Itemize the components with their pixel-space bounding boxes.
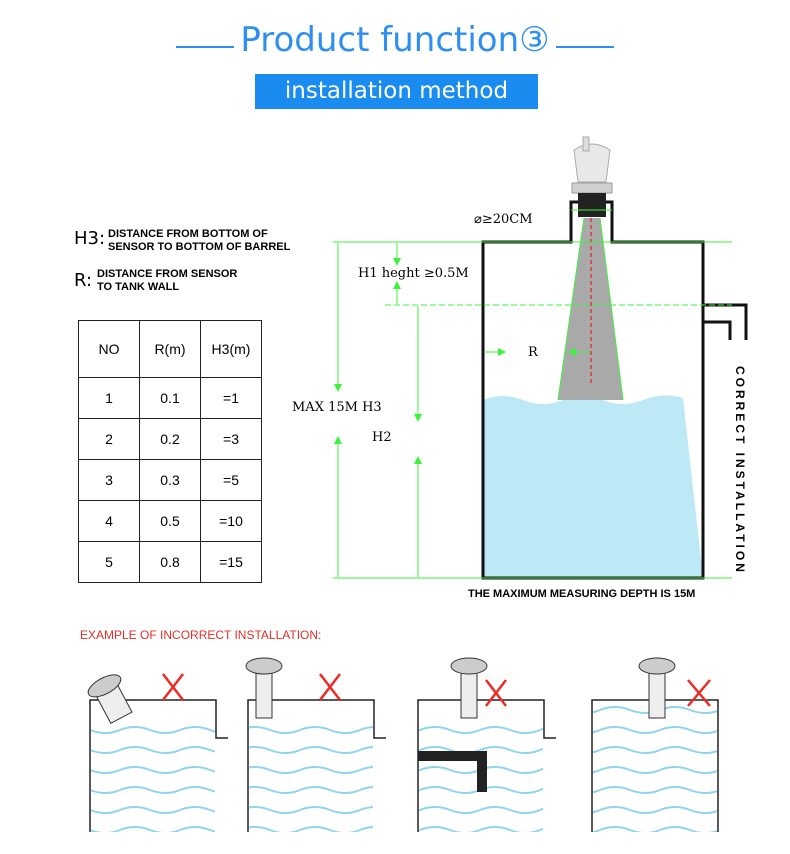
max-label: MAX 15M H3 [292,400,382,415]
table-cell: 5 [78,541,140,583]
table-row: 5 0.8 =15 [78,541,262,583]
table-header-h3: H3(m) [200,320,262,378]
definition-h3: H3: [74,228,105,249]
title-left-line [175,45,234,48]
table-row: 1 0.1 =1 [78,377,262,419]
r-label: R [528,345,538,360]
h1-label: H1 heght ≥0.5M [358,266,469,281]
subtitle-banner: installation method [255,74,538,109]
incorrect-example-3 [417,657,556,832]
page-title: Product function③ [240,20,550,60]
definition-h3-text: DISTANCE FROM BOTTOM OF SENSOR TO BOTTOM… [108,228,290,254]
table-cell: 0.5 [139,500,201,542]
table-cell: 3 [78,459,140,501]
sensor-icon [571,136,613,217]
table-cell: 2 [78,418,140,460]
incorrect-example-4 [591,657,719,832]
h2-label: H2 [372,430,392,445]
definition-r-line2: TO TANK WALL [97,281,180,293]
definition-r-text: DISTANCE FROM SENSOR TO TANK WALL [97,268,237,294]
diameter-label: ⌀≥20CM [474,212,533,227]
incorrect-example-2 [245,657,386,832]
definition-r-key: R: [74,270,93,291]
table-cell: =3 [200,418,262,460]
table-cell: 1 [78,377,140,419]
beam-edge-right [599,217,624,401]
title-row: Product function③ [0,20,790,60]
table-cell: 0.1 [139,377,201,419]
definition-h3-key: H3: [74,228,106,249]
table-cell: 0.3 [139,459,201,501]
table-cell: 4 [78,500,140,542]
water-surface [483,395,703,578]
definition-h3-line2: SENSOR TO BOTTOM OF BARREL [108,241,291,253]
table-row: 4 0.5 =10 [78,500,262,542]
diagram-caption: THE MAXIMUM MEASURING DEPTH IS 15M [468,588,696,600]
table-cell: =10 [200,500,262,542]
table-header-row: NO R(m) H3(m) [78,320,262,378]
table-cell: =15 [200,541,262,583]
correct-installation-label: CORRECT INSTALLATION [733,366,747,575]
side-pipe [703,303,748,340]
definition-h3-line1: DISTANCE FROM BOTTOM OF [108,228,268,240]
table-cell: =1 [200,377,262,419]
title-right-line [556,45,615,48]
table-row: 3 0.3 =5 [78,459,262,501]
spec-table: NO R(m) H3(m) 1 0.1 =1 2 0.2 =3 3 0.3 =5… [78,320,262,583]
incorrect-example-1 [87,673,228,832]
table-row: 2 0.2 =3 [78,418,262,460]
definition-r-line1: DISTANCE FROM SENSOR [97,268,238,280]
definition-r: R: [74,270,92,291]
table-cell: =5 [200,459,262,501]
incorrect-installation-title: EXAMPLE OF INCORRECT INSTALLATION: [80,628,322,642]
beam-edge-left [557,217,585,401]
